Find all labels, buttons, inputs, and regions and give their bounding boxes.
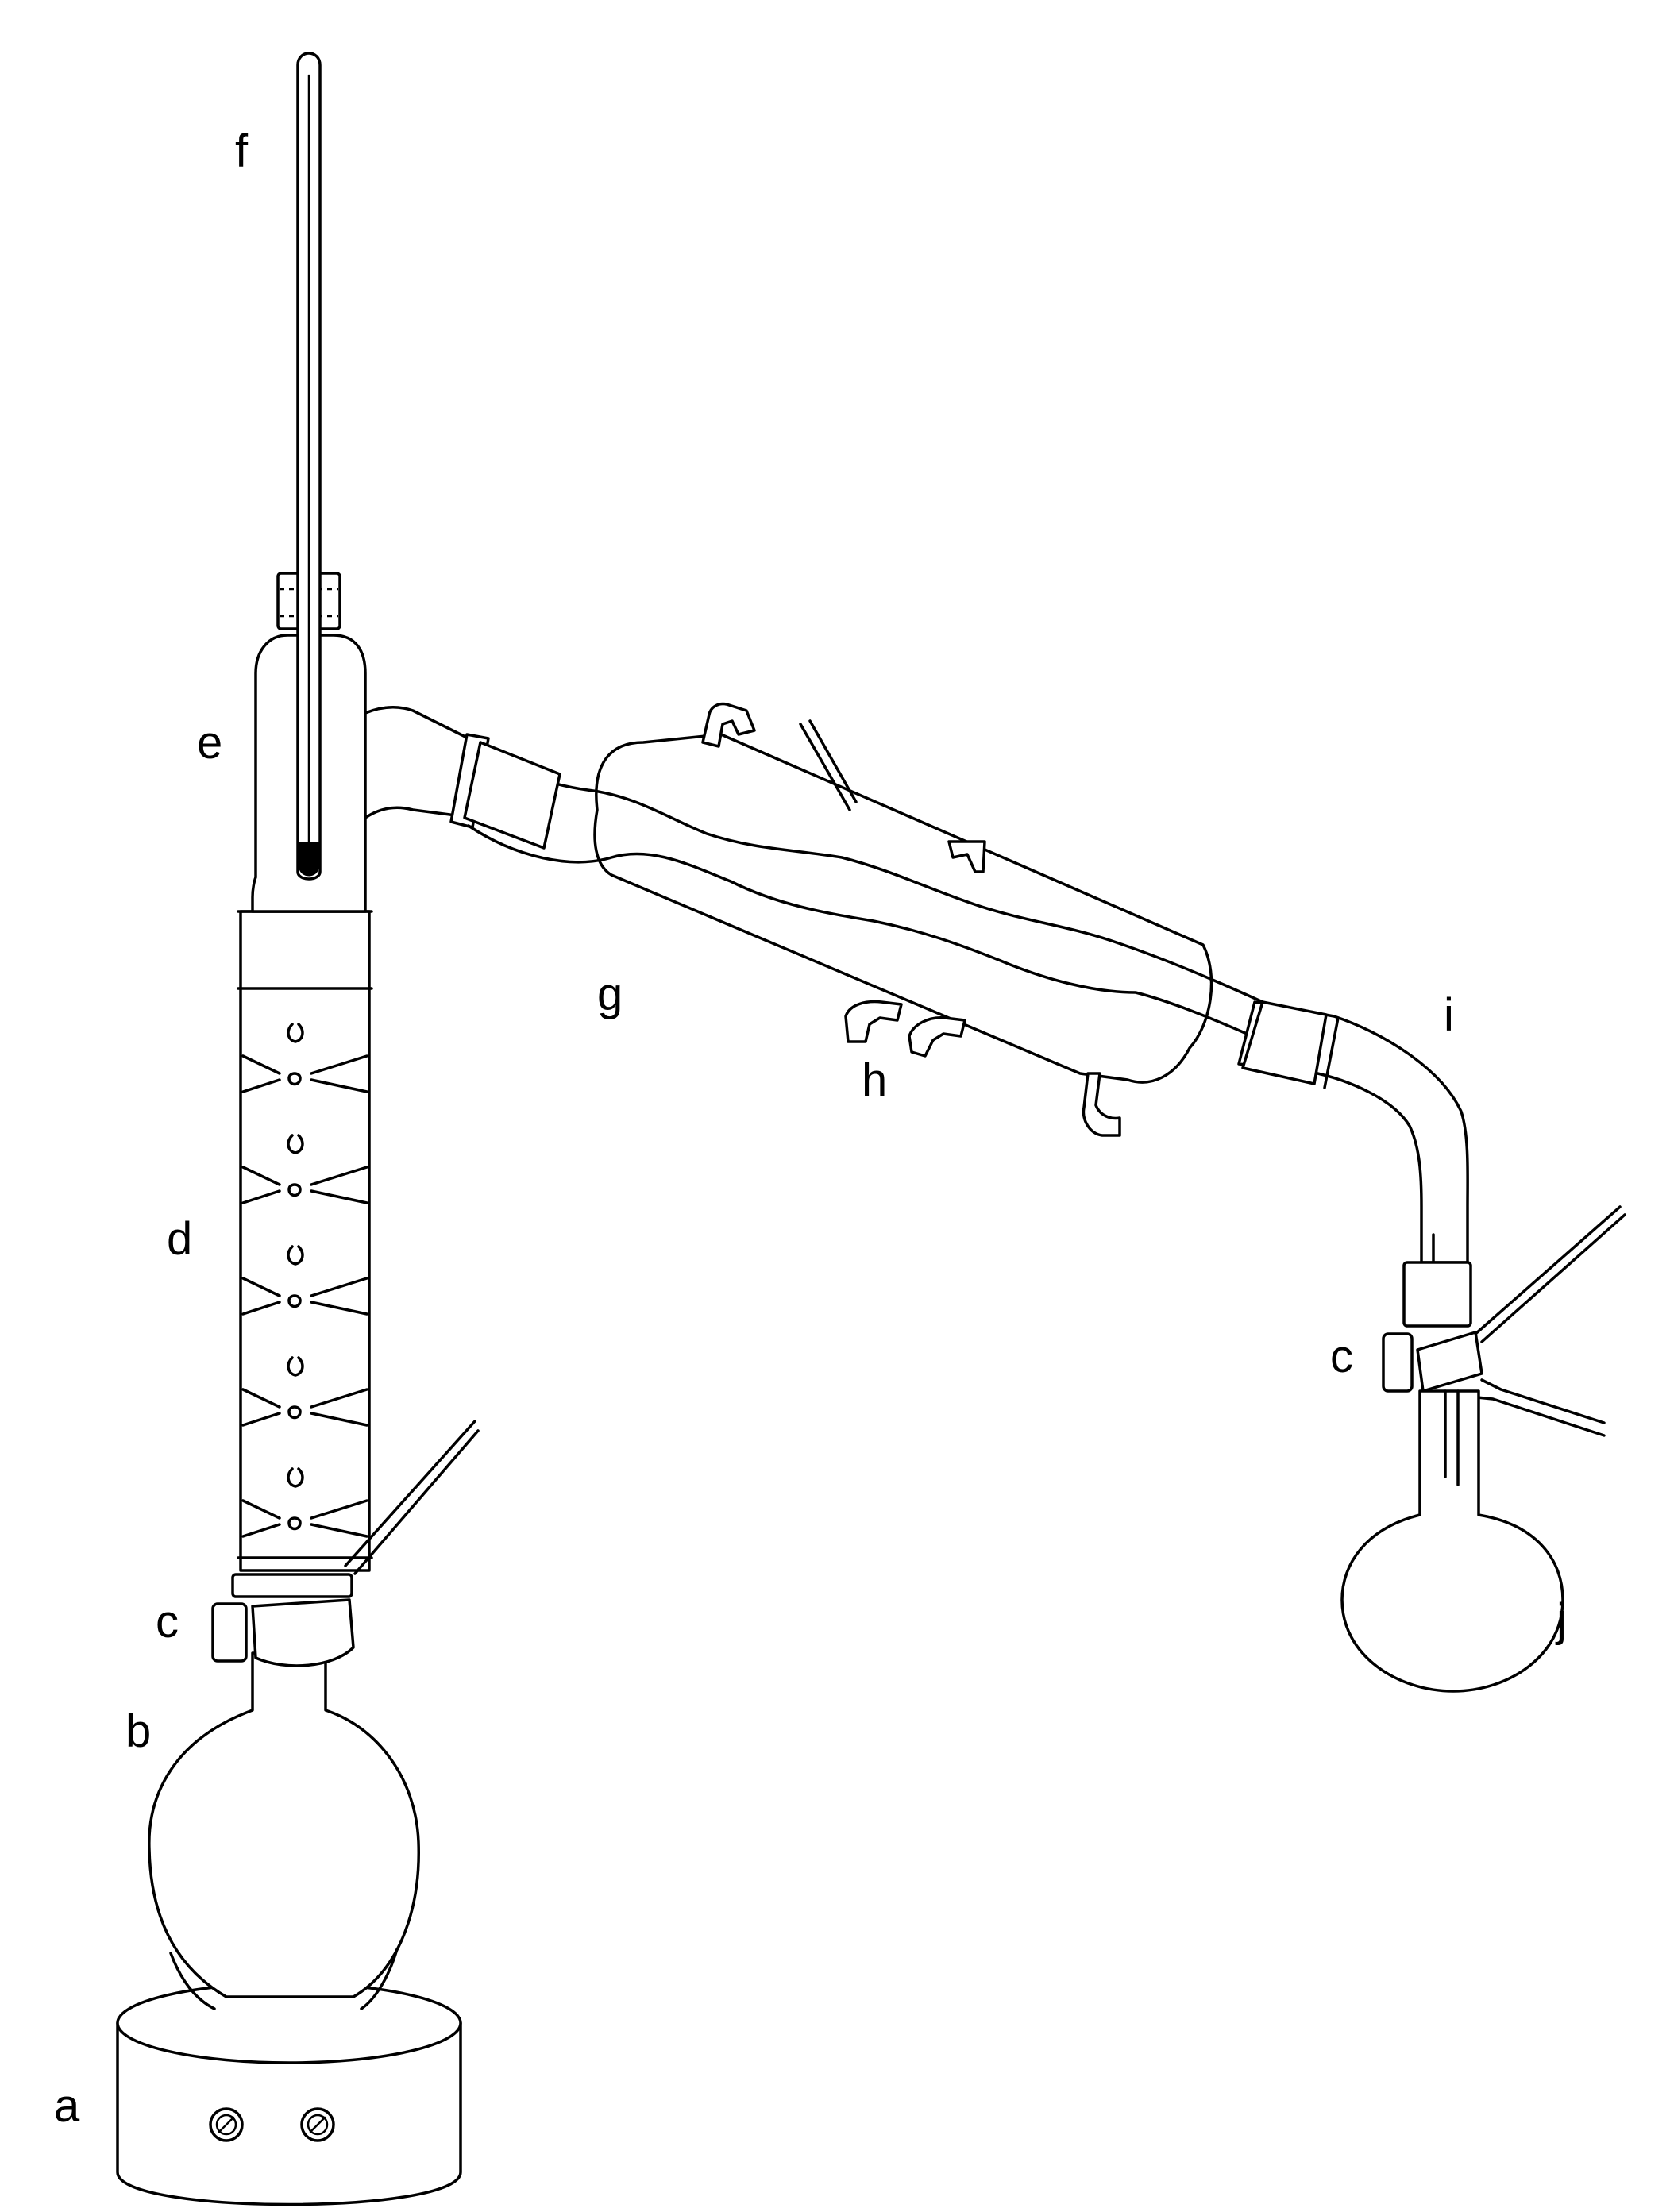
clamp-right [1382,1205,1626,1437]
vigreux-indentation [310,1301,368,1316]
vigreux-indentation [287,1245,304,1266]
round-bottom-flask [148,1651,420,2010]
vigreux-indentation [310,1412,368,1427]
clamp-left [211,1420,480,1667]
vigreux-indentation [310,1499,368,1520]
vigreux-column [237,910,373,1572]
vigreux-indentation [287,1356,304,1377]
mantle-knob-left [209,2107,244,2142]
vigreux-indentation [310,1189,368,1204]
vigreux-indentation [241,1301,281,1316]
label-c-right: c [1330,1331,1353,1382]
label-i: i [1444,989,1454,1041]
label-g: g [597,969,623,1020]
label-c-left: c [156,1596,179,1647]
vigreux-indentation [287,1467,304,1488]
label-f: f [235,125,249,177]
vigreux-indentation [287,1183,302,1197]
heating-mantle [116,1982,462,2206]
vigreux-indentation [287,1405,302,1420]
vigreux-indentation [241,1499,281,1520]
vigreux-indentation [287,1516,302,1531]
vigreux-indentation [241,1189,281,1204]
vigreux-indentation [241,1388,281,1409]
vigreux-indentation [287,1072,302,1086]
label-h: h [862,1054,887,1106]
vigreux-indentation [310,1388,368,1409]
label-j: j [1555,1594,1567,1646]
vigreux-indentations [241,1023,368,1538]
vigreux-indentation [241,1166,281,1186]
label-d: d [167,1213,192,1265]
vigreux-indentation [310,1277,368,1297]
mantle-knob-right [300,2107,335,2142]
condenser-clamp-bottom [844,1000,966,1058]
thermometer [276,52,341,881]
vigreux-indentation [310,1078,368,1093]
receiver-adapter [1237,1000,1469,1264]
label-a: a [54,2080,80,2132]
vigreux-indentation [241,1412,281,1427]
receiving-flask [1340,1389,1564,1693]
vigreux-indentation [241,1277,281,1297]
vigreux-indentation [287,1134,304,1154]
vigreux-indentation [310,1166,368,1186]
vigreux-indentation [241,1523,281,1538]
vigreux-indentation [287,1023,304,1043]
vigreux-indentation [310,1523,368,1538]
vigreux-indentation [241,1078,281,1093]
labels: a b c d e f g h i c j [54,125,1567,2132]
condenser-clamp-top [799,719,986,873]
still-head [251,634,490,913]
vigreux-indentation [241,1054,281,1075]
vigreux-indentation [310,1054,368,1075]
label-b: b [125,1705,151,1757]
label-e: e [197,717,222,769]
liebig-condenser [463,702,1264,1137]
vigreux-indentation [287,1294,302,1308]
